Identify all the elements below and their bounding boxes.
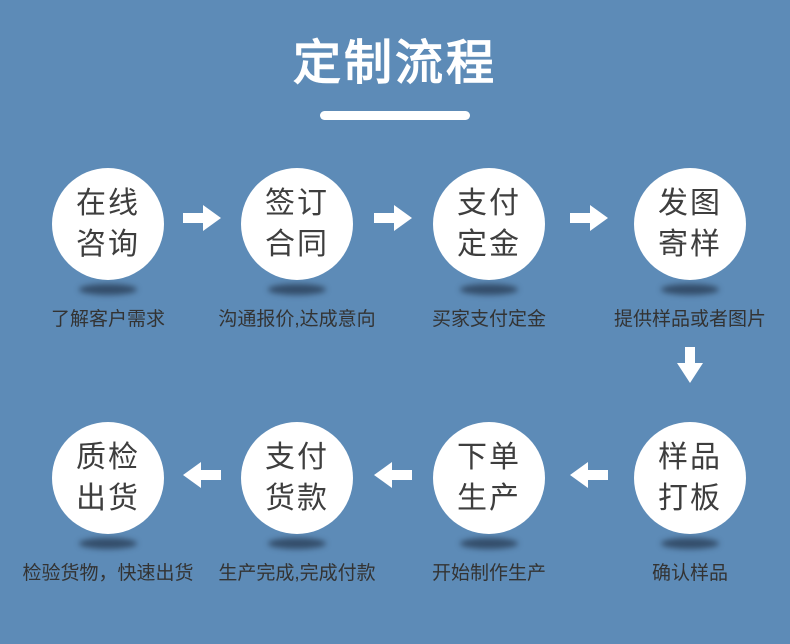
arrow-down-icon <box>677 347 703 383</box>
step-circle-label-line2: 合同 <box>265 228 329 261</box>
circle-shadow <box>661 284 719 295</box>
step-circle-label-line1: 发图 <box>658 187 722 220</box>
arrow-right-icon <box>374 205 412 231</box>
arrow-right-icon <box>183 205 221 231</box>
step-circle-label-line1: 在线 <box>76 187 140 220</box>
step-online-consult: 在线 咨询 了解客户需求 <box>13 168 203 331</box>
step-circle: 在线 咨询 <box>52 168 164 280</box>
circle-shadow <box>460 538 518 549</box>
step-circle: 发图 寄样 <box>634 168 746 280</box>
step-circle-label-line2: 出货 <box>76 482 140 515</box>
arrow-left-icon <box>374 462 412 488</box>
step-circle-label-line2: 货款 <box>265 482 329 515</box>
arrow-right-icon <box>570 205 608 231</box>
circle-shadow <box>79 284 137 295</box>
step-circle: 样品 打板 <box>634 422 746 534</box>
circle-shadow <box>460 284 518 295</box>
step-caption: 开始制作生产 <box>431 563 546 584</box>
step-circle-label-line2: 咨询 <box>76 228 140 261</box>
step-circle-label-line1: 下单 <box>457 441 521 474</box>
step-caption: 了解客户需求 <box>50 309 165 330</box>
step-sample-making: 样品 打板 确认样品 <box>595 422 785 585</box>
arrow-left-icon <box>183 462 221 488</box>
step-circle: 质检 出货 <box>52 422 164 534</box>
step-circle: 签订 合同 <box>241 168 353 280</box>
step-circle-label-line2: 生产 <box>457 482 521 515</box>
step-qc-shipping: 质检 出货 检验货物，快速出货 <box>13 422 203 585</box>
circle-shadow <box>79 538 137 549</box>
title-underline <box>320 111 470 120</box>
step-caption: 买家支付定金 <box>431 309 546 330</box>
step-circle-label-line1: 支付 <box>265 441 329 474</box>
step-send-samples: 发图 寄样 提供样品或者图片 <box>595 168 785 331</box>
step-circle-label-line1: 支付 <box>457 187 521 220</box>
step-pay-deposit: 支付 定金 买家支付定金 <box>394 168 584 331</box>
page-title: 定制流程 <box>292 37 497 90</box>
step-circle: 支付 货款 <box>241 422 353 534</box>
step-circle-label-line2: 寄样 <box>658 228 722 261</box>
step-circle-label-line1: 质检 <box>76 441 140 474</box>
step-caption: 生产完成,完成付款 <box>218 563 376 584</box>
step-pay-balance: 支付 货款 生产完成,完成付款 <box>202 422 392 585</box>
step-circle: 下单 生产 <box>433 422 545 534</box>
step-caption: 确认样品 <box>651 563 728 584</box>
step-circle-label-line1: 签订 <box>265 187 329 220</box>
circle-shadow <box>661 538 719 549</box>
step-circle: 支付 定金 <box>433 168 545 280</box>
step-caption: 提供样品或者图片 <box>613 309 766 330</box>
step-circle-label-line2: 打板 <box>658 482 722 515</box>
circle-shadow <box>268 538 326 549</box>
step-order-production: 下单 生产 开始制作生产 <box>394 422 584 585</box>
arrow-left-icon <box>570 462 608 488</box>
step-sign-contract: 签订 合同 沟通报价,达成意向 <box>202 168 392 331</box>
circle-shadow <box>268 284 326 295</box>
step-caption: 沟通报价,达成意向 <box>218 309 376 330</box>
step-caption: 检验货物，快速出货 <box>22 563 194 584</box>
step-circle-label-line2: 定金 <box>457 228 521 261</box>
step-circle-label-line1: 样品 <box>658 441 722 474</box>
